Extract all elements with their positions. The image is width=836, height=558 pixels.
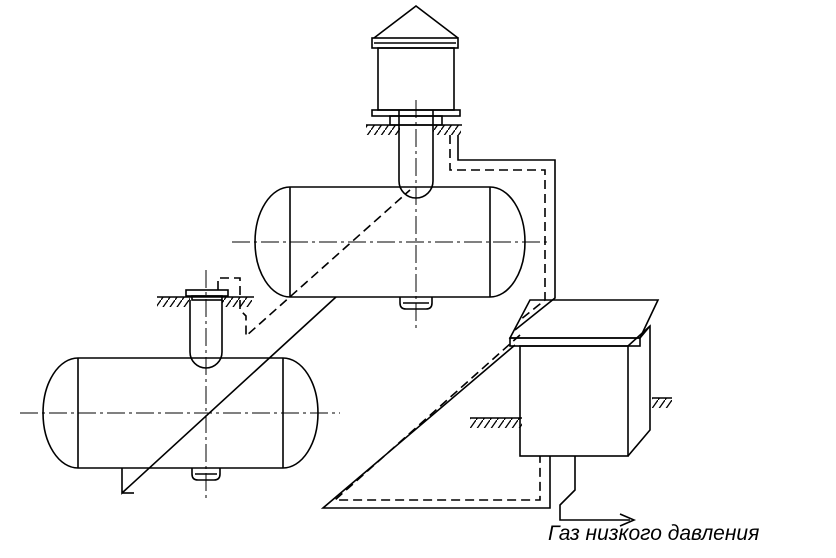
cabinet-side	[627, 324, 651, 457]
cabinet-front	[519, 345, 629, 457]
top-device	[371, 4, 461, 126]
top-device-flange	[389, 115, 443, 126]
upper-tank-drain	[399, 297, 433, 310]
upper-tank	[232, 100, 548, 330]
lower-tank-drain	[191, 468, 221, 481]
upper-tank-neck	[398, 125, 434, 199]
pipe-bottom-loop	[320, 344, 551, 509]
outlet-arrow	[619, 513, 637, 527]
ground-hatching	[157, 124, 672, 428]
dashed-pipes	[217, 135, 546, 501]
pipe-cross-connection	[121, 296, 337, 495]
lower-tank-flange	[185, 289, 229, 297]
top-device-cap	[373, 4, 459, 39]
solid-pipes	[121, 135, 637, 527]
lower-tank	[20, 270, 340, 500]
dashed-pipe-lower-tank	[217, 189, 411, 338]
low-pressure-gas-label: Газ низкого давления	[548, 522, 760, 545]
dashed-pipe-bottom-loop	[332, 334, 541, 501]
cabinet-roof-front	[509, 337, 641, 347]
dashed-pipe-upper	[449, 135, 546, 321]
lower-tank-neck	[189, 300, 223, 369]
cabinet	[508, 299, 660, 457]
cabinet-roof	[508, 299, 660, 339]
pipe-outlet	[559, 456, 630, 521]
pipe-to-cabinet-outer	[457, 135, 556, 331]
